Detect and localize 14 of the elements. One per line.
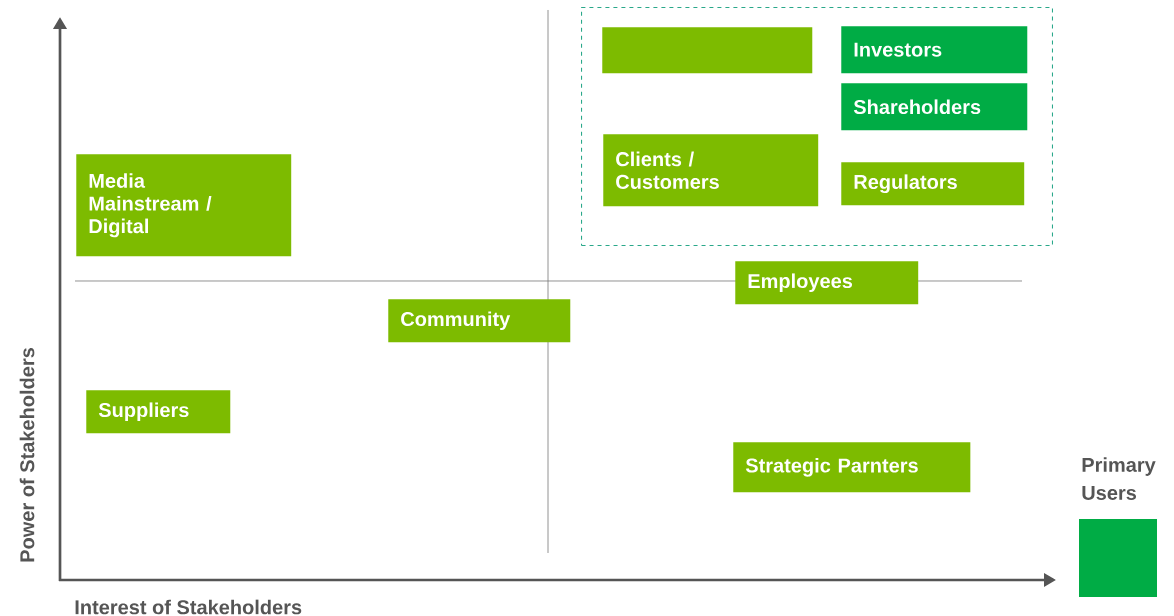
axis-title: Power of Stakeholders — [19, 348, 35, 562]
stakeholder-box: Regulators — [841, 162, 1025, 206]
legend-label: Primary Users — [1082, 457, 1156, 500]
stakeholder-box: Suppliers — [86, 390, 231, 434]
stakeholder-box: Media Mainstream / Digital — [76, 154, 292, 257]
empty-box — [602, 27, 813, 74]
stakeholder-box: Community — [388, 299, 571, 343]
axis-title: Interest of Stakeholders — [75, 599, 302, 615]
stakeholder-box: Employees — [735, 261, 919, 305]
stakeholder-box: Strategic Parnters — [733, 442, 971, 493]
stakeholder-box: Shareholders — [841, 83, 1028, 131]
stakeholder-box: Clients / Customers — [603, 134, 819, 207]
dashed-group-frame — [581, 7, 1053, 247]
stakeholder-box: Investors — [841, 26, 1028, 74]
